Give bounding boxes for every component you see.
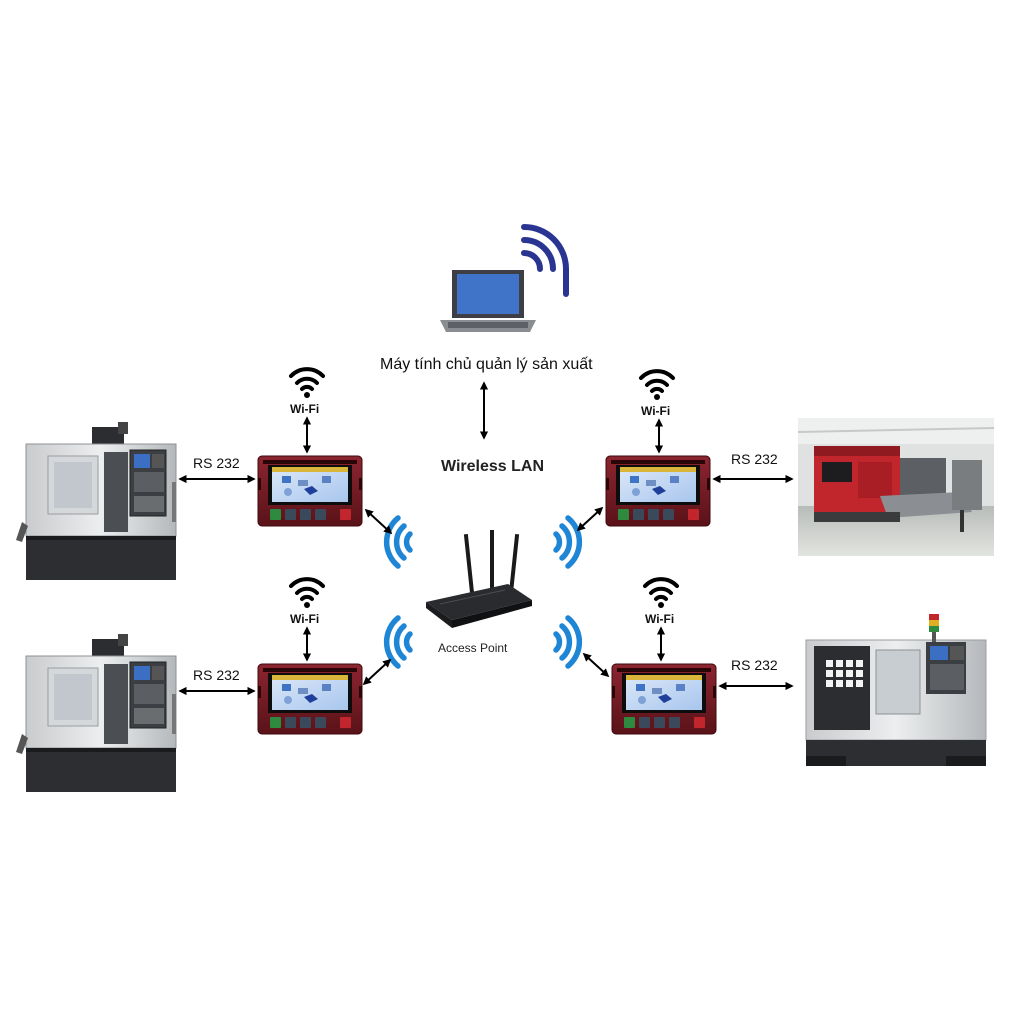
ap-signal-lower-left bbox=[387, 618, 410, 666]
ap-signal-lower-right bbox=[556, 618, 579, 666]
ap-arrow-3 bbox=[576, 506, 604, 532]
terminal-device-2 bbox=[257, 663, 363, 735]
wifi-icon-3 bbox=[639, 369, 675, 402]
router-icon bbox=[426, 530, 532, 628]
ap-arrow-1 bbox=[364, 508, 393, 535]
wifi-icon-4 bbox=[643, 577, 679, 610]
wifi-icon-1 bbox=[289, 367, 325, 400]
cnc-lathe bbox=[805, 614, 987, 766]
wireless-signal-icon bbox=[521, 224, 569, 297]
terminal-device-1 bbox=[257, 455, 363, 527]
wifi-label-2: Wi-Fi bbox=[290, 612, 320, 626]
ap-arrow-2 bbox=[362, 658, 392, 686]
turret-punch-press bbox=[797, 418, 995, 556]
access-point-label: Access Point bbox=[438, 641, 508, 655]
terminal-device-3 bbox=[605, 455, 711, 527]
rs232-label-4: RS 232 bbox=[731, 657, 778, 673]
wifi-icon-2 bbox=[289, 577, 325, 610]
ap-signal-upper-right bbox=[556, 518, 579, 566]
ap-signal-upper-left bbox=[387, 518, 410, 566]
wifi-label-4: Wi-Fi bbox=[645, 612, 675, 626]
rs232-label-1: RS 232 bbox=[193, 455, 240, 471]
rs232-label-2: RS 232 bbox=[193, 667, 240, 683]
laptop-icon bbox=[440, 270, 536, 332]
machining-center-1 bbox=[15, 421, 177, 581]
host-computer-label: Máy tính chủ quản lý sản xuất bbox=[380, 356, 593, 373]
rs232-label-3: RS 232 bbox=[731, 451, 778, 467]
machining-center-2 bbox=[15, 633, 177, 793]
ap-arrow-4 bbox=[582, 652, 610, 678]
terminal-device-4 bbox=[611, 663, 717, 735]
wifi-label-3: Wi-Fi bbox=[641, 404, 671, 418]
wireless-lan-label: Wireless LAN bbox=[441, 458, 544, 475]
wifi-label-1: Wi-Fi bbox=[290, 402, 320, 416]
